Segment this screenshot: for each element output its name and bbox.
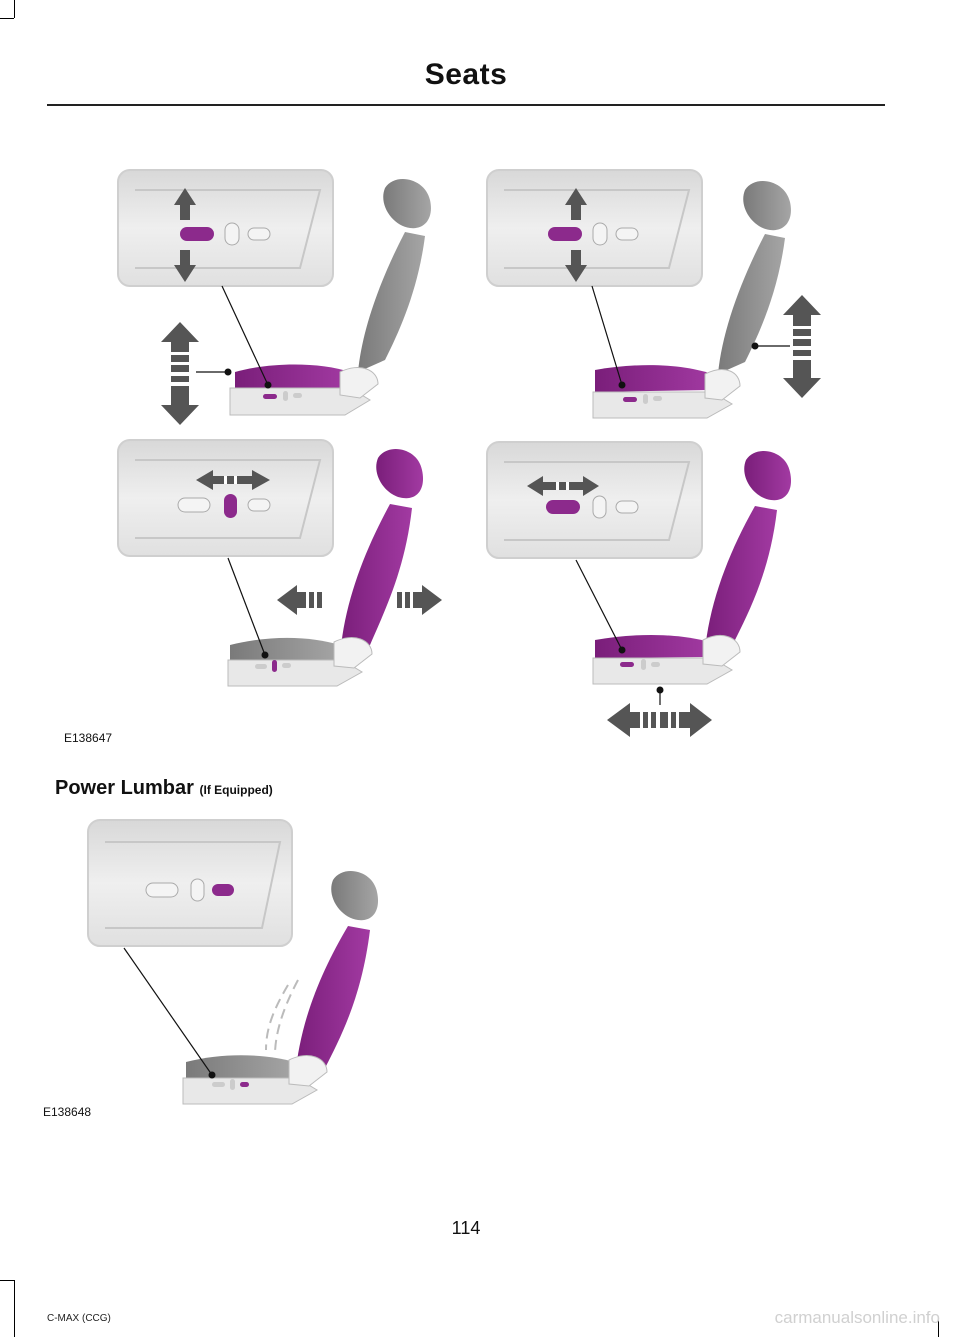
crop-mark (938, 1318, 939, 1337)
crop-mark (0, 1280, 14, 1281)
recline-adjust-diagram (117, 439, 442, 687)
page-title: Seats (424, 58, 508, 91)
crop-mark (14, 0, 15, 18)
header-divider (47, 104, 885, 106)
height-adjust-diagram (117, 169, 431, 425)
power-lumbar-illustration (87, 819, 379, 1105)
watermark: carmanualsonline.info (774, 1308, 940, 1327)
tilt-adjust-diagram (486, 169, 821, 419)
fore-aft-adjust-diagram (486, 441, 792, 737)
crop-mark (14, 1280, 15, 1337)
section-title: Power Lumbar (55, 777, 194, 799)
seat-adjustment-illustration (117, 169, 821, 737)
model-label: C-MAX (CCG) (47, 1313, 111, 1324)
figure-id: E138648 (43, 1105, 92, 1119)
section-suffix: (If Equipped) (199, 783, 273, 797)
figure-id: E138647 (64, 731, 113, 745)
crop-mark (0, 18, 14, 19)
page-number: 114 (451, 1218, 481, 1238)
section-heading: Power Lumbar (If Equipped) (55, 777, 273, 800)
